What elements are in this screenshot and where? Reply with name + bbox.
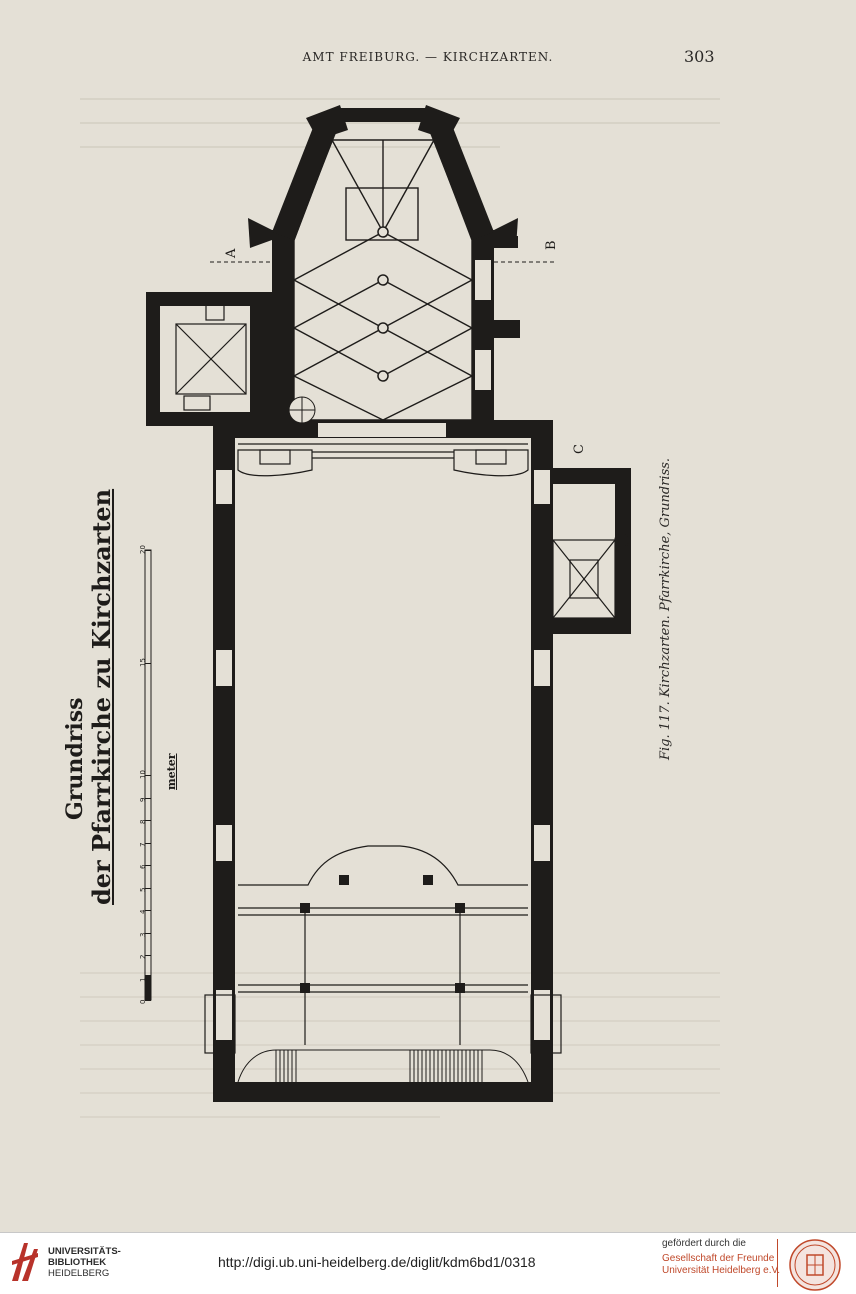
sponsor-line1: Gesellschaft der Freunde (662, 1253, 775, 1264)
scale-tick (145, 1000, 151, 1001)
section-label-a: A (224, 248, 239, 258)
scale-tick (145, 820, 151, 821)
plan-title-line1: Grundriss (62, 697, 88, 820)
university-seal-icon[interactable] (789, 1239, 841, 1291)
scale-tick (145, 865, 151, 866)
running-title: AMT FREIBURG. — KIRCHZARTEN. (302, 50, 554, 64)
footer-divider (777, 1239, 778, 1287)
sponsor-link[interactable]: Gesellschaft der Freunde Universität Hei… (662, 1253, 780, 1277)
sponsor-intro: gefördert durch die (662, 1238, 746, 1249)
library-line3: HEIDELBERG (48, 1268, 110, 1279)
ub-heidelberg-logo-icon[interactable] (10, 1241, 40, 1283)
permalink-url[interactable]: http://digi.ub.uni-heidelberg.de/diglit/… (218, 1254, 536, 1270)
library-line2: BIBLIOTHEK (48, 1257, 107, 1268)
church-floor-plan (144, 105, 631, 1102)
scale-unit-label: meter (165, 753, 178, 790)
scale-tick (145, 797, 151, 799)
sponsor-line2: Universität Heidelberg e.V. (662, 1265, 781, 1276)
scanned-page: AMT FREIBURG. — KIRCHZARTEN. 303 (0, 0, 856, 1232)
scale-tick (145, 977, 151, 979)
scale-tick (145, 955, 151, 956)
page-number: 303 (684, 47, 715, 66)
scale-tick (145, 887, 151, 889)
scale-tick (145, 910, 151, 911)
library-line1: UNIVERSITÄTS- (48, 1246, 121, 1257)
section-label-c: C (572, 444, 587, 454)
viewer-footer: UNIVERSITÄTS- BIBLIOTHEK HEIDELBERG http… (0, 1232, 856, 1294)
section-label-b: B (544, 240, 559, 250)
scale-tick (145, 550, 151, 551)
scale-tick (145, 662, 151, 664)
scale-tick (145, 775, 151, 776)
scale-tick (145, 932, 151, 934)
scale-tick (145, 842, 151, 844)
figure-caption: Fig. 117. Kirchzarten. Pfarrkirche, Grun… (658, 457, 673, 760)
plan-title-line2: der Pfarrkirche zu Kirchzarten (87, 488, 116, 905)
library-name[interactable]: UNIVERSITÄTS- BIBLIOTHEK HEIDELBERG (48, 1246, 121, 1279)
